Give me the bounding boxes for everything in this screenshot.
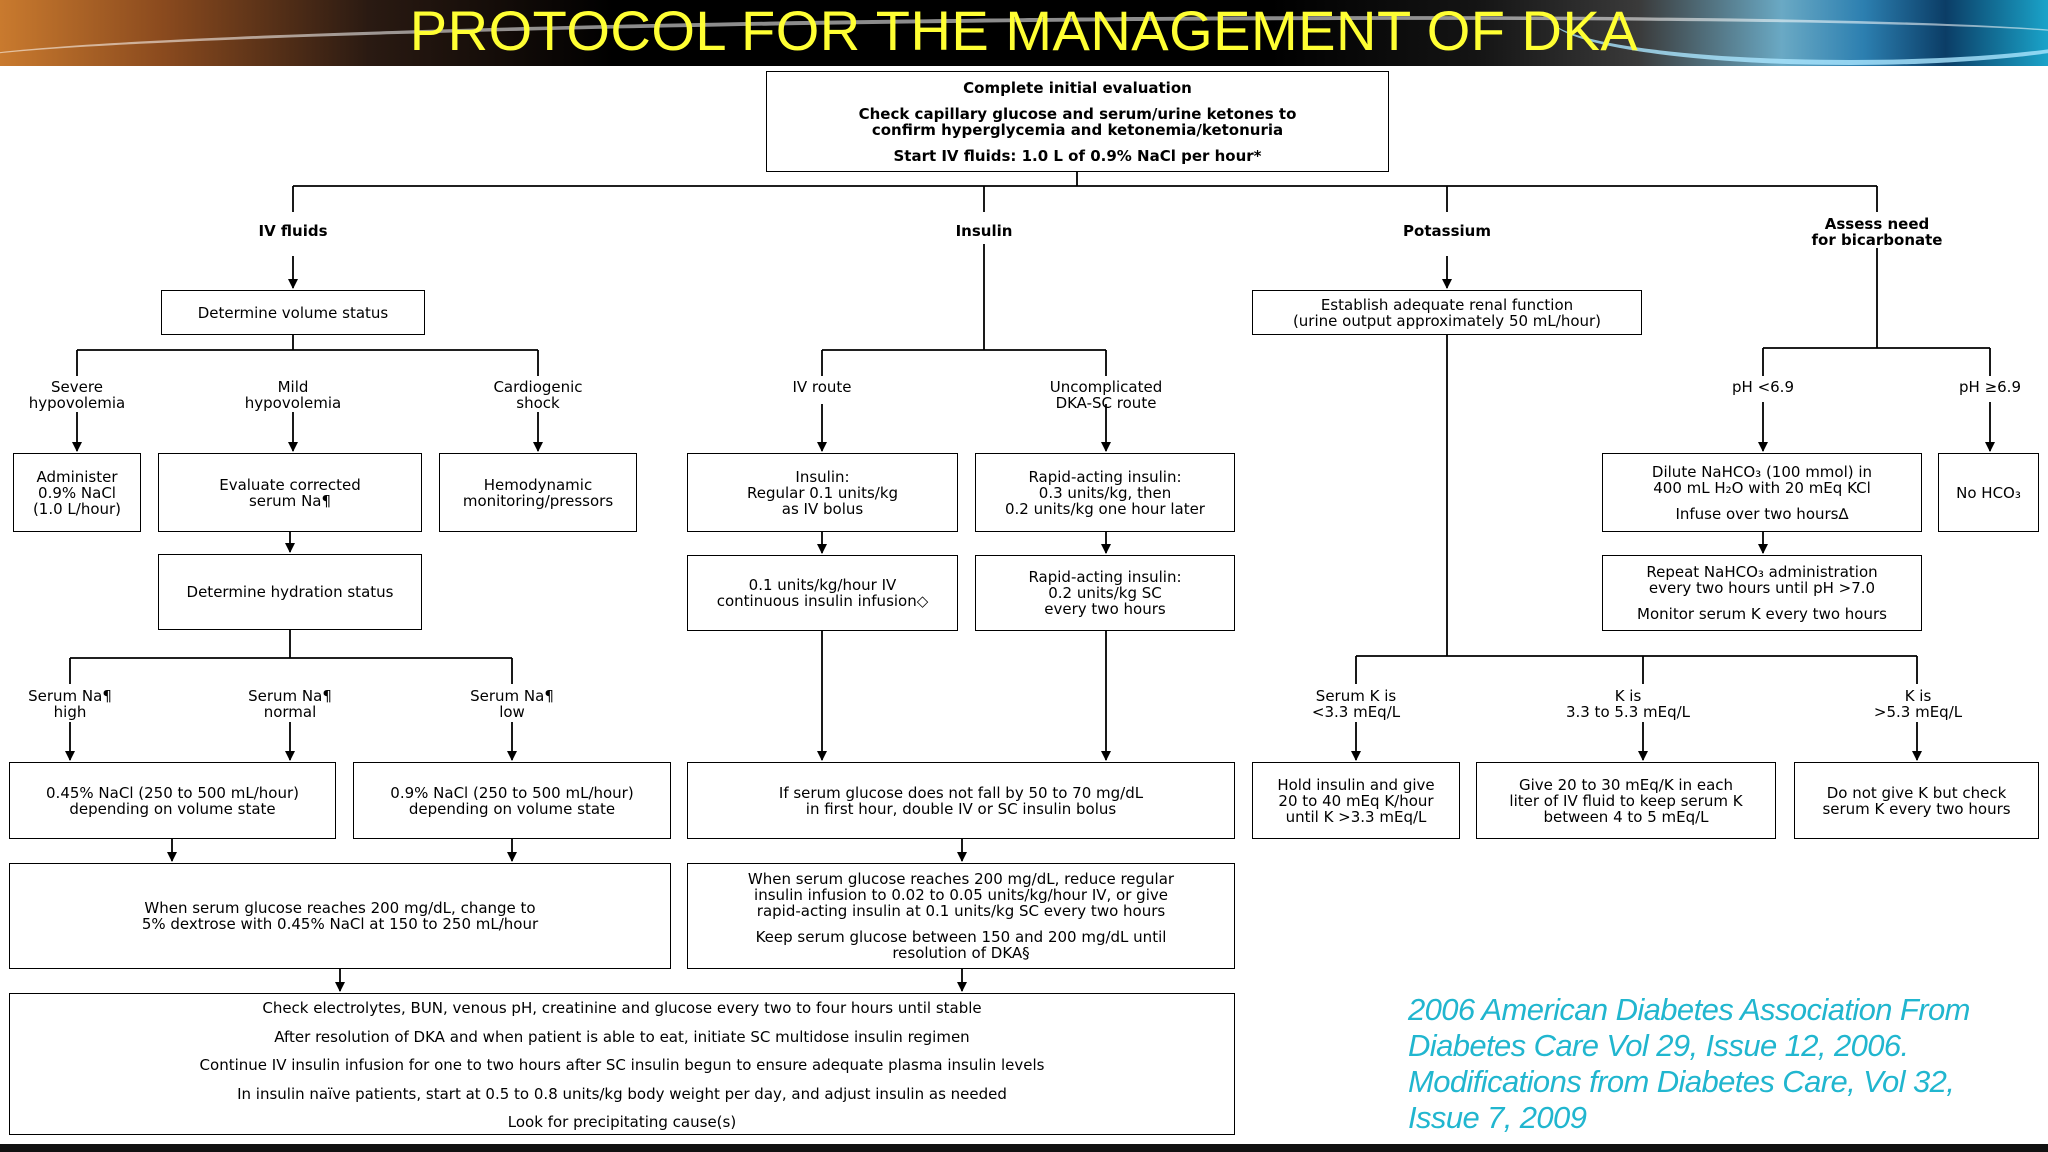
initial-line: Start IV fluids: 1.0 L of 0.9% NaCl per …	[893, 146, 1262, 165]
label-serum-na-low: Serum Na¶low	[470, 687, 554, 721]
normal-saline-box: 0.9% NaCl (250 to 500 mL/hour) depending…	[353, 762, 671, 839]
label-ph-high: pH ≥6.9	[1959, 378, 2021, 396]
administer-saline-box: Administer 0.9% NaCl (1.0 L/hour)	[13, 453, 141, 532]
reduce-insulin-box: When serum glucose reaches 200 mg/dL, re…	[687, 863, 1235, 969]
repeat-bicarbonate-box: Repeat NaHCO₃ administration every two h…	[1602, 555, 1922, 631]
label-serum-na-high: Serum Na¶high	[28, 687, 112, 721]
no-bicarbonate-box: No HCO₃	[1938, 453, 2039, 532]
initial-heading: Complete initial evaluation	[963, 78, 1192, 97]
dilute-bicarbonate-box: Dilute NaHCO₃ (100 mmol) in 400 mL H₂O w…	[1602, 453, 1922, 532]
branch-potassium: Potassium	[1403, 222, 1491, 240]
label-serum-na-normal: Serum Na¶normal	[248, 687, 332, 721]
branch-bicarbonate: Assess need for bicarbonate	[1811, 215, 1943, 249]
hemodynamic-monitoring-box: Hemodynamic monitoring/pressors	[439, 453, 637, 532]
initial-evaluation-box: Complete initial evaluation Check capill…	[766, 71, 1389, 172]
renal-function-box: Establish adequate renal function (urine…	[1252, 290, 1642, 335]
dextrose-change-box: When serum glucose reaches 200 mg/dL, ch…	[9, 863, 671, 969]
initial-line: Check capillary glucose and serum/urine …	[858, 104, 1297, 123]
sc-rapid-insulin-box: Rapid-acting insulin: 0.3 units/kg, then…	[975, 453, 1235, 532]
iv-insulin-bolus-box: Insulin: Regular 0.1 units/kg as IV bolu…	[687, 453, 958, 532]
no-potassium-box: Do not give K but check serum K every tw…	[1794, 762, 2039, 839]
ongoing-monitoring-box: Check electrolytes, BUN, venous pH, crea…	[9, 993, 1235, 1135]
label-ph-low: pH <6.9	[1732, 378, 1794, 396]
footer-bar	[0, 1144, 2048, 1152]
hold-insulin-box: Hold insulin and give 20 to 40 mEq K/hou…	[1252, 762, 1460, 839]
branch-iv-fluids: IV fluids	[258, 222, 328, 240]
double-insulin-bolus-box: If serum glucose does not fall by 50 to …	[687, 762, 1235, 839]
label-k-low: Serum K is<3.3 mEq/L	[1311, 687, 1401, 721]
citation-text: 2006 American Diabetes Association From …	[1408, 992, 1970, 1135]
iv-insulin-infusion-box: 0.1 units/kg/hour IV continuous insulin …	[687, 555, 958, 631]
determine-hydration-status-box: Determine hydration status	[158, 554, 422, 630]
header-swoosh-accent	[1550, 0, 2048, 65]
branch-insulin: Insulin	[955, 222, 1013, 240]
give-potassium-box: Give 20 to 30 mEq/K in each liter of IV …	[1476, 762, 1776, 839]
sc-repeat-insulin-box: Rapid-acting insulin: 0.2 units/kg SC ev…	[975, 555, 1235, 631]
label-iv-route: IV route	[792, 378, 852, 396]
header-banner: PROTOCOL FOR THE MANAGEMENT OF DKA	[0, 0, 2048, 66]
determine-volume-status-box: Determine volume status	[161, 290, 425, 335]
page-title: PROTOCOL FOR THE MANAGEMENT OF DKA	[409, 0, 1639, 62]
label-k-high: K is>5.3 mEq/L	[1873, 687, 1963, 721]
half-saline-box: 0.45% NaCl (250 to 500 mL/hour) dependin…	[9, 762, 336, 839]
initial-line: confirm hyperglycemia and ketonemia/keto…	[871, 120, 1284, 139]
evaluate-serum-na-box: Evaluate corrected serum Na¶	[158, 453, 422, 532]
